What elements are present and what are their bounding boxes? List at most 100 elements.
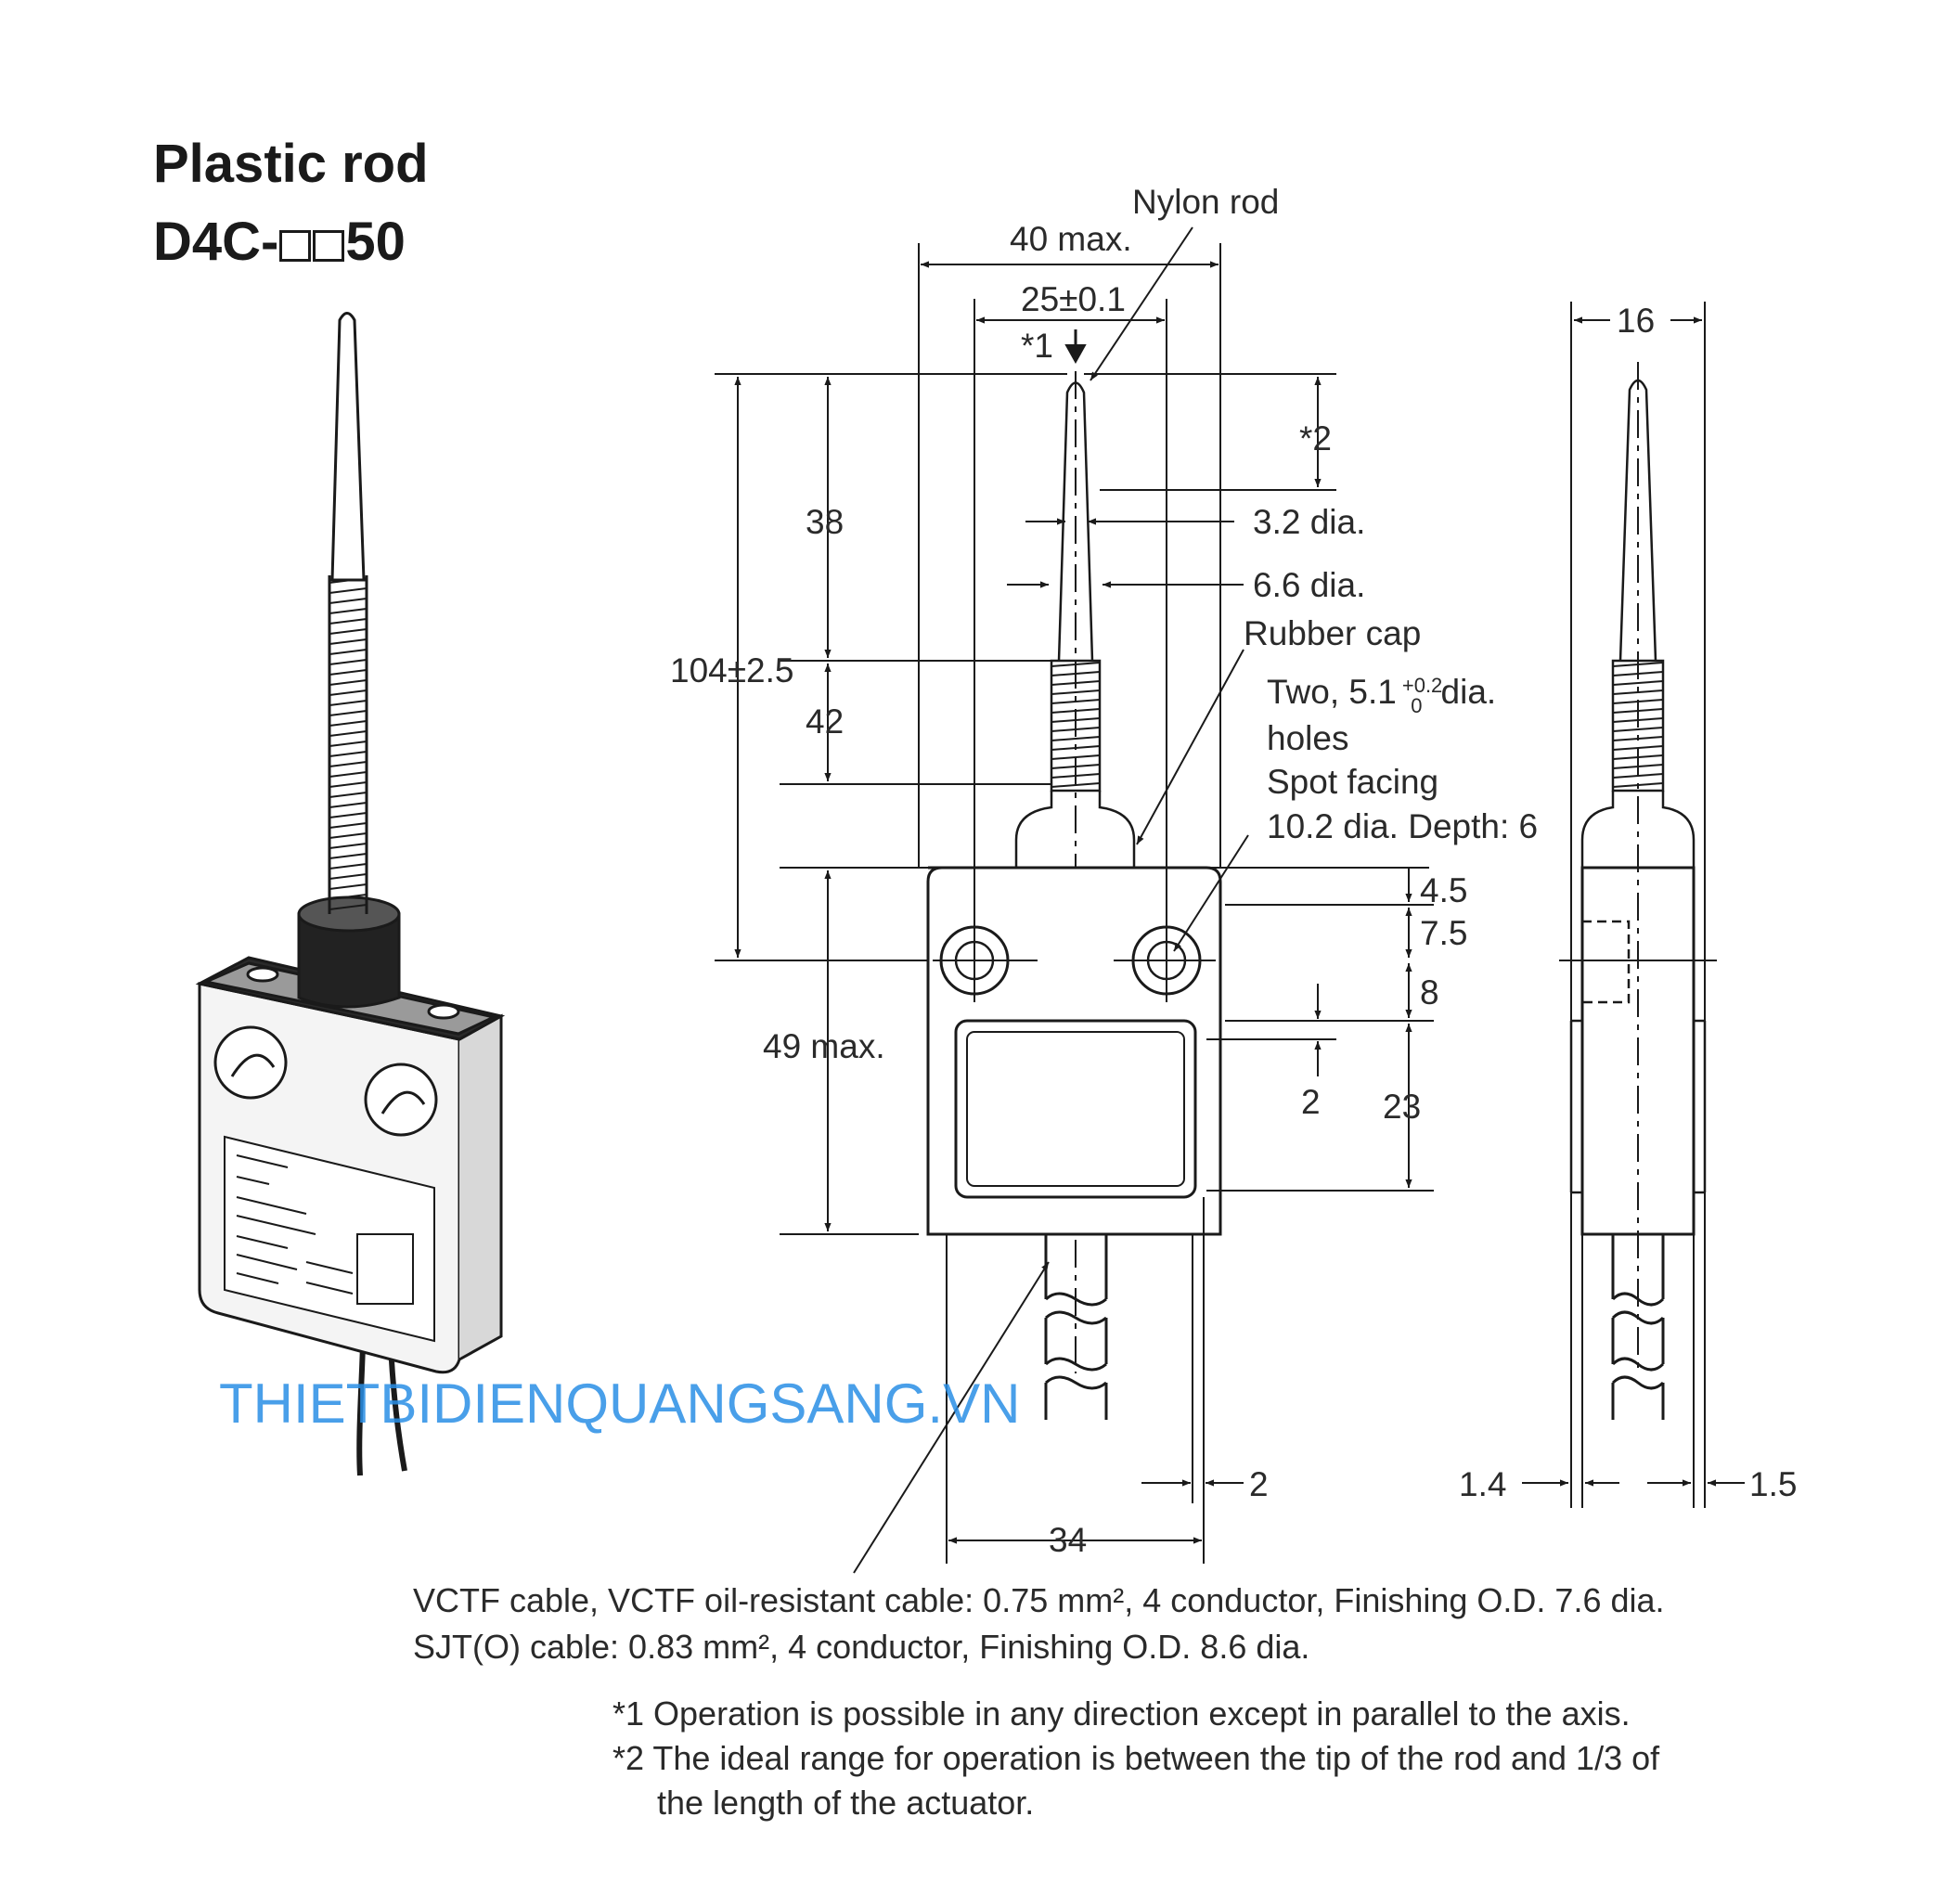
- spring-winding: [329, 720, 368, 727]
- spring-winding: [1612, 717, 1664, 723]
- leader-nylon-rod: [1090, 226, 1193, 381]
- label-104: 104±2.5: [670, 651, 793, 689]
- model-prefix: D4C-: [153, 212, 279, 272]
- leader-cable: [853, 1261, 1050, 1574]
- spring-winding: [329, 710, 368, 716]
- cable-note-line1: VCTF cable, VCTF oil-resistant cable: 0.…: [413, 1581, 1665, 1619]
- label-holes-line2: holes: [1267, 719, 1348, 757]
- top-screw-1: [246, 966, 279, 983]
- spring-winding: [329, 843, 368, 849]
- footnote-2-line1: *2 The ideal range for operation is betw…: [612, 1739, 1660, 1777]
- front-spring: [1050, 659, 1102, 792]
- cable-note-line2: SJT(O) cable: 0.83 mm², 4 conductor, Fin…: [413, 1628, 1310, 1666]
- spring-winding: [1051, 689, 1101, 695]
- spring-winding: [1612, 699, 1664, 704]
- side-cable: [1611, 1234, 1665, 1420]
- spring-winding: [329, 659, 368, 665]
- mount-hole-1: [213, 1025, 288, 1100]
- label-42: 42: [806, 702, 844, 741]
- placeholder-box-2: [313, 230, 345, 262]
- label-40-max: 40 max.: [1010, 220, 1132, 258]
- title-block: Plastic rod D4C-50: [153, 125, 429, 281]
- spring-winding: [329, 761, 368, 767]
- spring-winding: [1612, 736, 1664, 741]
- spring-winding: [329, 598, 368, 604]
- spring-winding: [329, 802, 368, 808]
- spring-winding: [329, 638, 368, 645]
- spring-winding: [1051, 680, 1101, 686]
- top-screw-2: [427, 1003, 460, 1020]
- spring-windings: [329, 577, 368, 910]
- spring-winding: [1612, 745, 1664, 751]
- footnote-1: *1 Operation is possible in any directio…: [612, 1694, 1631, 1733]
- label-38: 38: [806, 503, 844, 541]
- leader-spot-facing: [1173, 834, 1249, 952]
- label-49-max: 49 max.: [763, 1027, 885, 1065]
- spring-winding: [1612, 671, 1664, 676]
- mount-hole-2-inner: [380, 1090, 426, 1114]
- model-number: D4C- 50: [153, 203, 429, 281]
- spring-winding: [1612, 662, 1664, 667]
- label-25: 25±0.1: [1021, 280, 1126, 318]
- front-spring-windings: [1051, 662, 1101, 788]
- spring-winding: [1051, 773, 1101, 779]
- label-3-2-dia: 3.2 dia.: [1253, 503, 1365, 541]
- body-side: [458, 1013, 503, 1361]
- spring-winding: [1612, 727, 1664, 732]
- mount-hole-1-inner: [230, 1053, 276, 1077]
- side-rod: [1618, 379, 1657, 662]
- label-2-right: 2: [1301, 1083, 1321, 1121]
- footnote-2-line2: the length of the actuator.: [657, 1784, 1035, 1822]
- front-body-recess-inner: [966, 1031, 1185, 1187]
- side-body: [1580, 866, 1696, 1236]
- front-body-recess: [954, 1019, 1197, 1199]
- spring-winding: [1612, 782, 1664, 788]
- spring-winding: [1051, 736, 1101, 741]
- dimension-labels: Nylon rod 40 max. 25±0.1 *1 *2 38 42 104…: [670, 183, 1797, 1559]
- spring-winding: [1612, 689, 1664, 695]
- label-rubber-cap: Rubber cap: [1244, 614, 1421, 652]
- spring-winding: [329, 771, 368, 778]
- label-16: 16: [1617, 302, 1655, 340]
- placeholder-box-1: [279, 230, 312, 262]
- model-suffix: 50: [345, 212, 406, 272]
- spring-winding: [1612, 773, 1664, 779]
- label-note2-mark: *2: [1299, 419, 1332, 457]
- spring-winding: [329, 669, 368, 676]
- label-plate-lines: [236, 1154, 414, 1305]
- side-view: [1559, 362, 1717, 1420]
- spring-winding: [1051, 727, 1101, 732]
- spring-winding: [329, 730, 368, 737]
- spring-winding: [329, 883, 368, 890]
- spring-winding: [1051, 708, 1101, 714]
- spring-winding: [329, 781, 368, 788]
- front-view: [926, 371, 1222, 1420]
- spring-winding: [329, 587, 368, 594]
- label-note1-mark: *1: [1021, 327, 1053, 365]
- spring-winding: [1051, 662, 1101, 667]
- label-34: 34: [1049, 1521, 1087, 1559]
- spring-winding: [329, 689, 368, 696]
- spring-winding: [329, 608, 368, 614]
- label-7-5: 7.5: [1420, 914, 1467, 952]
- spring-winding: [329, 679, 368, 686]
- label-1-5: 1.5: [1749, 1465, 1797, 1503]
- neck-top: [297, 895, 401, 933]
- spring-winding: [1051, 782, 1101, 788]
- spring-winding: [1051, 745, 1101, 751]
- spring-winding: [1051, 671, 1101, 676]
- label-nylon-rod: Nylon rod: [1132, 183, 1279, 221]
- spring-winding: [329, 904, 368, 910]
- spring-winding: [329, 812, 368, 818]
- rod-taper: [330, 312, 366, 582]
- dimensions: [715, 226, 1745, 1574]
- spring-winding: [1051, 699, 1101, 704]
- spring-winding: [1051, 764, 1101, 769]
- watermark: THIETBIDIENQUANGSANG.VN: [219, 1372, 1021, 1435]
- leader-rubber-cap: [1136, 649, 1244, 845]
- side-spring: [1611, 659, 1665, 792]
- label-6-6-dia: 6.6 dia.: [1253, 566, 1365, 604]
- spring-winding: [329, 700, 368, 706]
